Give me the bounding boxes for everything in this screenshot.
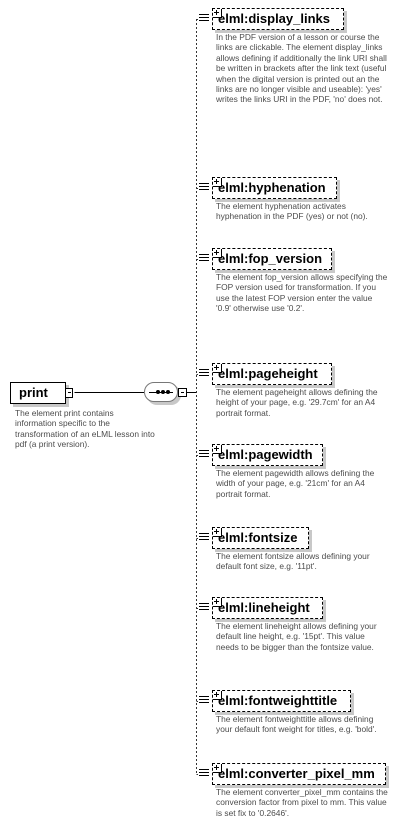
content-lines-icon (199, 183, 209, 193)
child-element-label: elml:fontweighttitle (218, 693, 338, 708)
child-element-description: The element pageheight allows defining t… (216, 387, 378, 418)
child-element-label: elml:pageheight (218, 366, 318, 381)
content-lines-icon (199, 450, 209, 460)
child-element-description: The element pagewidth allows defining th… (216, 468, 375, 499)
child-element-label: elml:fop_version (218, 251, 323, 266)
content-lines-icon (199, 696, 209, 706)
child-element-2[interactable]: elml:hyphenation (199, 177, 337, 199)
child-element-description: The element fop_version allows specifyin… (216, 272, 388, 314)
child-element-description: The element lineheight allows defining y… (216, 621, 377, 652)
expand-icon[interactable] (213, 691, 222, 700)
child-element-label: elml:lineheight (218, 600, 310, 615)
child-element-description: The element fontweighttitle allows defin… (216, 714, 377, 735)
child-element-1[interactable]: elml:display_links (199, 8, 344, 30)
content-lines-icon (199, 533, 209, 543)
child-element-label: elml:fontsize (218, 530, 298, 545)
sequence-dot-icon (166, 390, 170, 394)
child-element-5[interactable]: elml:pagewidth (199, 444, 323, 466)
expand-icon[interactable] (213, 764, 222, 773)
sequence-dot-icon (161, 390, 165, 394)
content-lines-icon (199, 254, 209, 264)
root-element-print[interactable]: print (10, 382, 73, 404)
root-element-label: print (19, 385, 48, 400)
content-lines-icon (199, 769, 209, 779)
expand-icon[interactable] (213, 178, 222, 187)
child-element-9[interactable]: elml:converter_pixel_mm (199, 763, 386, 785)
root-element-description: The element print contains information s… (15, 408, 155, 450)
expand-icon[interactable] (213, 528, 222, 537)
child-element-3[interactable]: elml:fop_version (199, 248, 332, 270)
expand-icon[interactable] (213, 364, 222, 373)
child-element-label: elml:pagewidth (218, 447, 313, 462)
child-element-description: The element fontsize allows defining you… (216, 551, 370, 572)
child-element-description: The element hyphenation activates hyphen… (216, 201, 368, 222)
child-element-label: elml:display_links (218, 11, 330, 26)
child-element-8[interactable]: elml:fontweighttitle (199, 690, 351, 712)
sequence-dot-icon (156, 390, 160, 394)
child-element-description: The element converter_pixel_mm contains … (216, 787, 388, 818)
child-element-7[interactable]: elml:lineheight (199, 597, 323, 619)
expand-icon[interactable] (213, 598, 222, 607)
child-element-4[interactable]: elml:pageheight (199, 363, 332, 385)
sequence-compositor[interactable] (144, 382, 178, 402)
child-element-label: elml:hyphenation (218, 180, 326, 195)
child-element-6[interactable]: elml:fontsize (199, 527, 309, 549)
content-lines-icon (199, 603, 209, 613)
content-lines-icon (199, 369, 209, 379)
child-element-description: In the PDF version of a lesson or course… (216, 32, 387, 105)
compositor-collapse-icon[interactable] (178, 388, 187, 397)
expand-icon[interactable] (213, 9, 222, 18)
expand-icon[interactable] (213, 445, 222, 454)
content-lines-icon (199, 14, 209, 24)
child-element-label: elml:converter_pixel_mm (218, 766, 375, 781)
expand-icon[interactable] (213, 249, 222, 258)
collapse-toggle-icon[interactable] (65, 388, 73, 398)
